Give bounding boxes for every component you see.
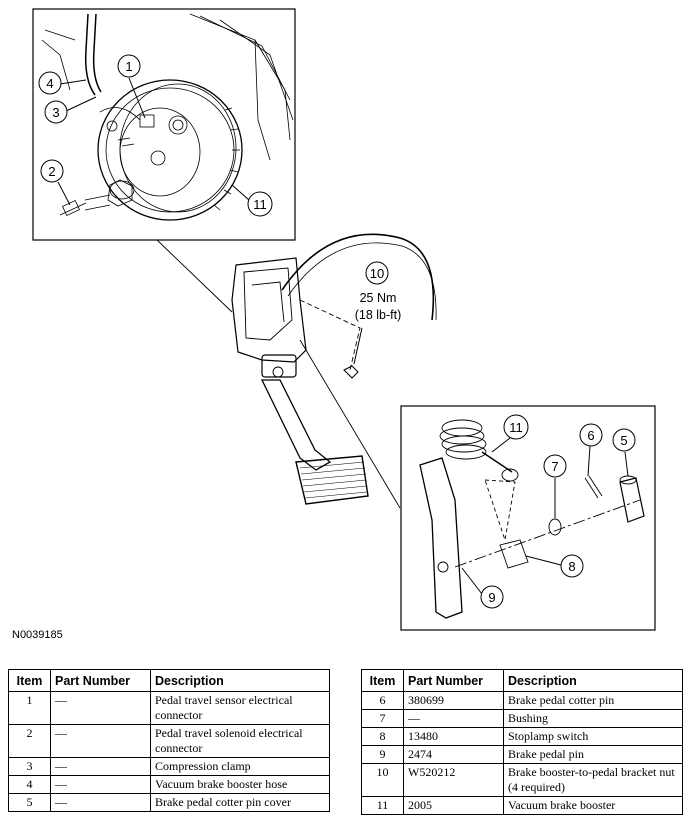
callout-9: [480, 585, 504, 609]
cell-part-number: 2474: [403, 745, 504, 764]
table-row: 6 380699 Brake pedal cotter pin: [361, 691, 683, 710]
callout-8: [560, 554, 584, 578]
table-row: 11 2005 Vacuum brake booster: [361, 796, 683, 815]
pedal-pin-detail-drawing: [419, 419, 645, 619]
cell-description: Brake booster-to-pedal bracket nut (4 re…: [503, 763, 683, 797]
parts-table-left: Item Part Number Description 1 — Pedal t…: [8, 669, 330, 812]
parts-table-right: Item Part Number Description 6 380699 Br…: [361, 669, 683, 815]
callout-11-upper: [247, 191, 273, 217]
cell-description: Pedal travel solenoid electrical connect…: [150, 724, 330, 758]
table-row: 10 W520212 Brake booster-to-pedal bracke…: [361, 763, 683, 797]
cell-part-number: —: [50, 775, 151, 794]
torque-note-lbft: (18 lb-ft): [355, 308, 402, 322]
cell-description: Pedal travel sensor electrical connector: [150, 691, 330, 725]
cell-description: Vacuum brake booster hose: [150, 775, 330, 794]
callout-11-lower: [503, 414, 529, 440]
cell-item: 2: [8, 724, 51, 758]
cell-item: 3: [8, 757, 51, 776]
callout-9-label: 9: [488, 590, 495, 605]
cell-item: 8: [361, 727, 404, 746]
cell-description: Bushing: [503, 709, 683, 728]
callout-2: [40, 159, 64, 183]
callout-2-label: 2: [48, 164, 55, 179]
booster-detail-frame: [32, 8, 296, 241]
cell-description: Compression clamp: [150, 757, 330, 776]
callout-4-label: 4: [46, 76, 53, 91]
callout-5: [612, 428, 636, 452]
torque-note-nm: 25 Nm: [360, 291, 397, 305]
cell-part-number: 380699: [403, 691, 504, 710]
callout-11-lower-label: 11: [509, 420, 523, 435]
cell-description: Vacuum brake booster: [503, 796, 683, 815]
callout-3-label: 3: [52, 105, 59, 120]
table-row: 8 13480 Stoplamp switch: [361, 727, 683, 746]
callout-11-upper-label: 11: [253, 197, 267, 212]
callout-7-label: 7: [551, 459, 558, 474]
header-part-number: Part Number: [403, 669, 504, 692]
table-row: 4 — Vacuum brake booster hose: [8, 775, 330, 794]
cell-part-number: —: [403, 709, 504, 728]
header-item: Item: [361, 669, 404, 692]
callout-3: [44, 100, 68, 124]
cell-description: Stoplamp switch: [503, 727, 683, 746]
cell-item: 1: [8, 691, 51, 725]
cell-part-number: —: [50, 757, 151, 776]
table-row: 3 — Compression clamp: [8, 757, 330, 776]
cell-part-number: 13480: [403, 727, 504, 746]
table-row: 9 2474 Brake pedal pin: [361, 745, 683, 764]
pedal-assembly-drawing: [156, 233, 437, 509]
header-description: Description: [503, 669, 683, 692]
header-description: Description: [150, 669, 330, 692]
cell-item: 5: [8, 793, 51, 812]
callout-7: [543, 454, 567, 478]
cell-item: 9: [361, 745, 404, 764]
booster-detail-drawing: [41, 13, 294, 221]
table-row: 7 — Bushing: [361, 709, 683, 728]
table-row: 5 — Brake pedal cotter pin cover: [8, 793, 330, 812]
table-header-row: Item Part Number Description: [361, 669, 683, 692]
table-row: 1 — Pedal travel sensor electrical conne…: [8, 691, 330, 725]
table-row: 2 — Pedal travel solenoid electrical con…: [8, 724, 330, 758]
pedal-pin-detail-frame: [400, 405, 656, 631]
callout-10-label: 10: [370, 266, 384, 281]
cell-item: 11: [361, 796, 404, 815]
callout-10: [365, 261, 389, 285]
cell-part-number: W520212: [403, 763, 504, 797]
header-item: Item: [8, 669, 51, 692]
callout-5-label: 5: [620, 433, 627, 448]
callout-4: [38, 71, 62, 95]
cell-description: Brake pedal cotter pin cover: [150, 793, 330, 812]
exploded-view-illustration: 4 3 1 2 11 10 11 6 5 7 8 9 25 Nm (18 lb-…: [32, 8, 656, 631]
callout-6: [579, 423, 603, 447]
table-header-row: Item Part Number Description: [8, 669, 330, 692]
cell-part-number: —: [50, 691, 151, 725]
figure-id: N0039185: [12, 629, 63, 641]
cell-item: 6: [361, 691, 404, 710]
callout-1-label: 1: [125, 59, 132, 74]
callout-6-label: 6: [587, 428, 594, 443]
cell-item: 4: [8, 775, 51, 794]
cell-part-number: —: [50, 793, 151, 812]
cell-description: Brake pedal cotter pin: [503, 691, 683, 710]
cell-description: Brake pedal pin: [503, 745, 683, 764]
cell-item: 10: [361, 763, 404, 797]
cell-item: 7: [361, 709, 404, 728]
callout-1: [117, 54, 141, 78]
callout-markers: [38, 54, 636, 609]
cell-part-number: 2005: [403, 796, 504, 815]
cell-part-number: —: [50, 724, 151, 758]
header-part-number: Part Number: [50, 669, 151, 692]
callout-8-label: 8: [568, 559, 575, 574]
